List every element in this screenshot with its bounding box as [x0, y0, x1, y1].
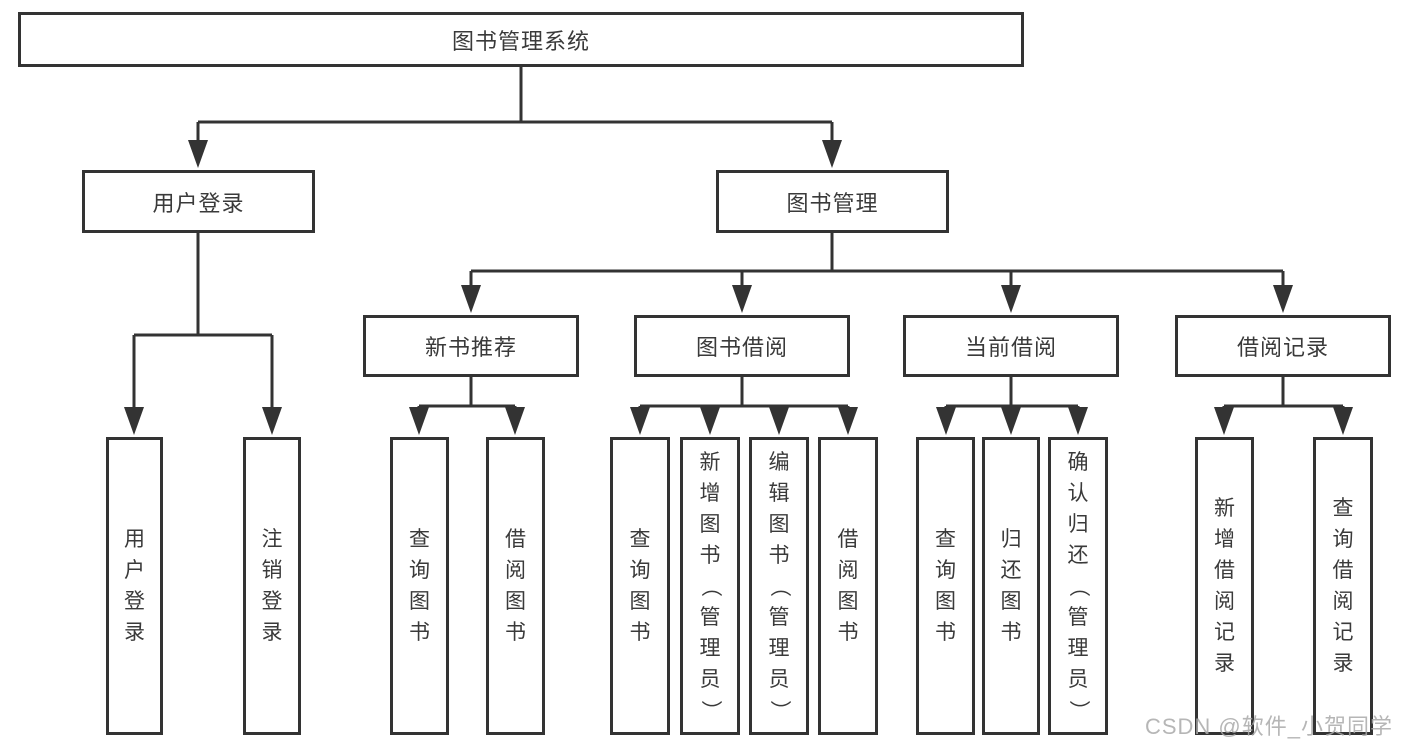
leaf-add-borrow-record-label: 新增借阅记录 — [1214, 497, 1235, 675]
leaf-confirm-return-admin: 确认归还（管理员） — [1048, 437, 1108, 735]
leaf-add-borrow-record: 新增借阅记录 — [1195, 437, 1254, 735]
node-borrow-records-label: 借阅记录 — [1236, 335, 1329, 360]
watermark: CSDN @软件_小贺同学 — [1144, 714, 1393, 739]
leaf-borrow-query-books-label: 查询图书 — [629, 528, 651, 644]
leaf-logout-login-label: 注销登录 — [261, 528, 283, 644]
node-book-borrow: 图书借阅 — [634, 315, 850, 377]
leaf-return-books-label: 归还图书 — [1000, 528, 1022, 644]
node-book-management: 图书管理 — [716, 170, 949, 233]
leaf-edit-books-admin: 编辑图书（管理员） — [749, 437, 809, 735]
leaf-confirm-return-admin-label: 确认归还（管理员） — [1066, 450, 1090, 721]
node-current-borrow: 当前借阅 — [903, 315, 1119, 377]
node-new-book-recommend: 新书推荐 — [363, 315, 579, 377]
node-book-borrow-label: 图书借阅 — [695, 335, 788, 360]
leaf-logout-login: 注销登录 — [243, 437, 301, 735]
leaf-query-borrow-record-label: 查询借阅记录 — [1332, 497, 1354, 675]
leaf-borrow-query-books: 查询图书 — [610, 437, 670, 735]
node-user-login: 用户登录 — [82, 170, 315, 233]
node-root: 图书管理系统 — [18, 12, 1024, 67]
leaf-recommend-borrow-books-label: 借阅图书 — [505, 528, 526, 644]
leaf-return-books: 归还图书 — [982, 437, 1040, 735]
node-user-login-label: 用户登录 — [152, 190, 245, 216]
node-current-borrow-label: 当前借阅 — [964, 335, 1057, 360]
leaf-edit-books-admin-label: 编辑图书（管理员） — [767, 450, 791, 721]
leaf-borrow-books: 借阅图书 — [818, 437, 878, 735]
leaf-query-borrow-record: 查询借阅记录 — [1313, 437, 1373, 735]
leaf-borrow-books-label: 借阅图书 — [837, 528, 859, 644]
leaf-user-login-label: 用户登录 — [124, 528, 145, 644]
node-book-management-label: 图书管理 — [786, 190, 879, 216]
node-root-label: 图书管理系统 — [451, 28, 590, 54]
leaf-recommend-borrow-books: 借阅图书 — [486, 437, 545, 735]
leaf-user-login: 用户登录 — [106, 437, 163, 735]
leaf-recommend-query-books-label: 查询图书 — [409, 528, 430, 644]
leaf-add-books-admin-label: 新增图书（管理员） — [698, 450, 722, 721]
node-new-book-recommend-label: 新书推荐 — [424, 335, 517, 360]
leaf-current-query-books-label: 查询图书 — [935, 528, 956, 644]
leaf-current-query-books: 查询图书 — [916, 437, 975, 735]
node-borrow-records: 借阅记录 — [1175, 315, 1391, 377]
leaf-recommend-query-books: 查询图书 — [390, 437, 449, 735]
leaf-add-books-admin: 新增图书（管理员） — [680, 437, 740, 735]
